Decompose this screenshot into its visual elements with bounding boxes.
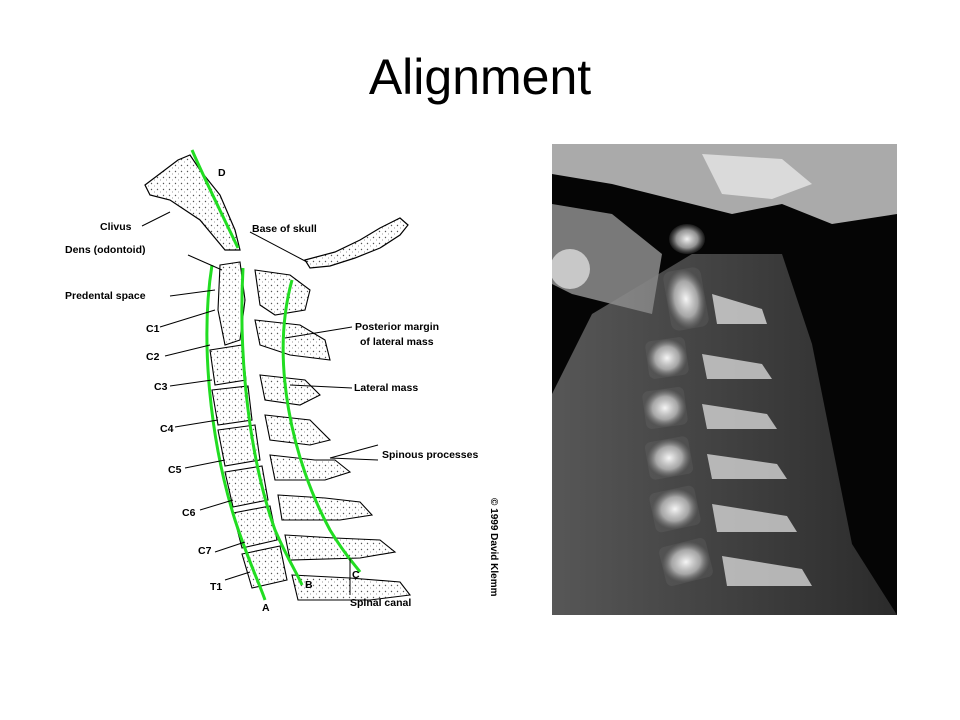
label-spinous-processes: Spinous processes [382, 449, 478, 461]
alignment-lines [190, 149, 362, 601]
label-line-d: D [218, 167, 226, 179]
label-c1: C1 [146, 323, 160, 335]
label-posterior-margin-line1: Posterior margin [355, 321, 439, 333]
label-c7: C7 [198, 545, 212, 557]
cervical-spine-xray [552, 144, 897, 615]
label-t1: T1 [210, 581, 222, 593]
label-dens: Dens (odontoid) [65, 244, 145, 256]
line-a [205, 264, 267, 601]
xray-neck-soft-tissue [552, 254, 897, 615]
label-lateral-mass: Lateral mass [354, 382, 418, 394]
label-line-c: C [352, 569, 360, 581]
label-posterior-margin-line2: of lateral mass [360, 336, 434, 348]
clivus-bone [144, 154, 241, 251]
xray-vertebrae [642, 224, 812, 586]
label-c5: C5 [168, 464, 182, 476]
label-c6: C6 [182, 507, 196, 519]
label-line-a: A [262, 602, 270, 614]
xray-svg [552, 144, 897, 615]
label-c4: C4 [160, 423, 174, 435]
base-of-skull-bone [304, 217, 409, 269]
label-predental-space: Predental space [65, 290, 146, 302]
label-clivus: Clivus [100, 221, 132, 233]
copyright-text: © 1999 David Klemm [488, 498, 499, 597]
leader-lines [141, 211, 379, 595]
posterior-elements [254, 269, 412, 601]
spine-diagram: Clivus Dens (odontoid) Predental space C… [60, 140, 520, 630]
label-line-b: B [305, 579, 313, 591]
line-b [240, 267, 304, 586]
line-d [190, 149, 240, 249]
label-base-of-skull: Base of skull [252, 223, 317, 235]
line-c [281, 279, 362, 573]
label-c3: C3 [154, 381, 168, 393]
label-spinal-canal: Spinal canal [350, 597, 411, 609]
vertebral-bodies [209, 261, 288, 589]
spine-diagram-svg: Clivus Dens (odontoid) Predental space C… [65, 149, 499, 614]
slide-title: Alignment [368, 49, 592, 105]
label-c2: C2 [146, 351, 160, 363]
